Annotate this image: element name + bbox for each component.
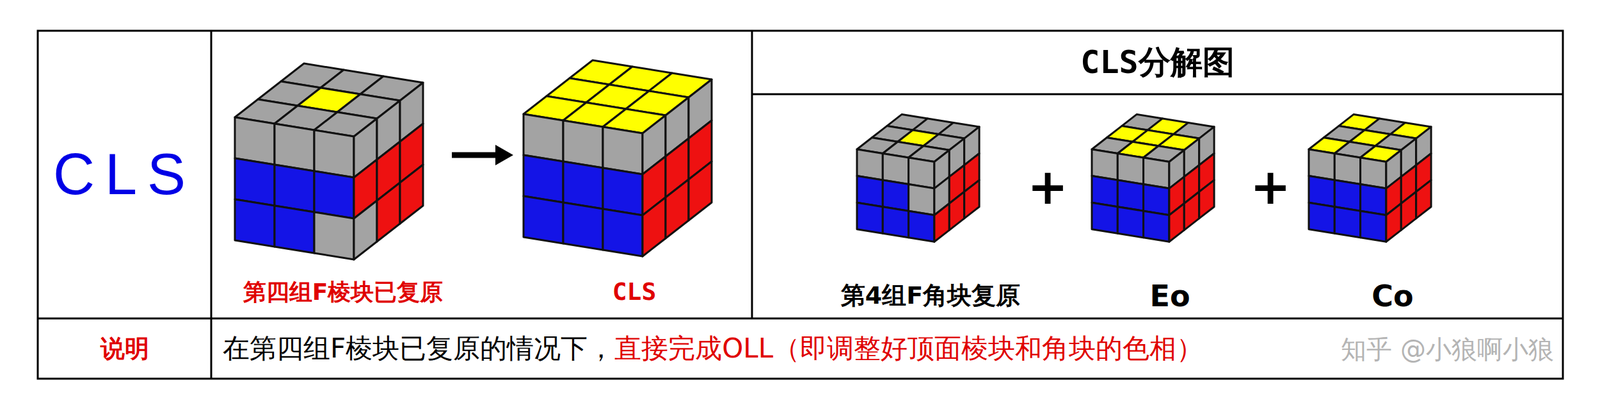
table-grid: [37, 30, 1563, 379]
cube-caption: 第4组F角块复原: [840, 282, 1021, 310]
cube-sticker: [1386, 203, 1401, 242]
cube-illustrations: [234, 60, 1432, 260]
cube-sticker: [908, 157, 935, 189]
note-heading-cell: 说明: [37, 318, 212, 379]
cube-sticker: [1117, 206, 1144, 238]
cube-sticker: [882, 179, 909, 211]
cube-sticker: [688, 161, 712, 221]
table-line: [752, 93, 1563, 96]
cube-sticker: [563, 161, 603, 209]
cube-sticker: [1308, 176, 1335, 207]
cube-sticker: [523, 154, 564, 203]
cube-sticker: [964, 179, 980, 219]
method-name-cell: CLS: [37, 30, 212, 319]
cell-text: CLS: [53, 141, 196, 208]
cube-sticker: [1334, 206, 1360, 238]
cube-sticker: [642, 197, 666, 256]
plus-sign: +: [1027, 160, 1069, 214]
table-line: [210, 30, 213, 379]
cube-sticker: [882, 206, 909, 238]
cube-sticker: [602, 167, 643, 216]
table-border: [37, 30, 1563, 379]
cube-sticker: [1143, 184, 1170, 216]
cube-sticker: [949, 191, 964, 230]
cube-caption: Co: [1371, 279, 1414, 313]
cube-sticker: [1143, 157, 1170, 189]
cube-sticker: [400, 164, 424, 224]
plus-sign: +: [1249, 160, 1291, 214]
cube-sticker: [353, 200, 377, 260]
cube-sticker: [314, 170, 354, 219]
cube-sticker: [1091, 202, 1118, 233]
cube-sticker: [234, 158, 275, 206]
cube-sticker: [1091, 176, 1118, 207]
watermark: 知乎 @小狼啊小狼: [1340, 334, 1554, 363]
cell-text: 说明: [100, 332, 150, 365]
cube-sticker: [1334, 153, 1360, 185]
cube-sticker: [602, 126, 643, 175]
arrow-head: [495, 144, 514, 166]
cube-sticker: [314, 211, 354, 260]
cube-sticker: [1360, 157, 1387, 189]
cube-caption: CLS: [612, 278, 657, 306]
cube-sticker: [1308, 149, 1335, 180]
cube-sticker: [856, 149, 883, 180]
cube-sticker: [1169, 203, 1184, 242]
cube-sticker: [1184, 191, 1199, 230]
cube-sticker: [1416, 179, 1432, 219]
cube-sticker: [274, 123, 315, 171]
cube-sticker: [274, 164, 315, 212]
cube-caption: Eo: [1149, 279, 1190, 313]
cube-sticker: [1334, 179, 1360, 211]
cube-sticker: [1360, 184, 1387, 216]
cube-sticker: [234, 117, 275, 165]
arrow-shaft: [451, 152, 498, 159]
cube-sticker: [665, 179, 689, 239]
cube-sticker: [523, 113, 564, 162]
cube-sticker: [1400, 191, 1416, 230]
cube-sticker: [234, 199, 275, 247]
cube-sticker: [563, 120, 603, 168]
cube-sticker: [1091, 149, 1118, 180]
header-cell: CLS分解图: [752, 30, 1563, 95]
table-line: [37, 317, 1563, 320]
cell-text: 直接完成OLL（即调整好顶面棱块和角块的色相）: [614, 330, 1204, 367]
cube-sticker: [1117, 153, 1144, 185]
cell-text: CLS分解图: [1080, 40, 1234, 84]
cube-sticker: [563, 202, 603, 250]
cube-caption: 第四组F棱块已复原: [243, 279, 444, 305]
transition-arrow: [451, 144, 514, 166]
cube-sticker: [908, 184, 935, 216]
cube-sticker: [908, 210, 935, 242]
cube-sticker: [1199, 179, 1215, 219]
cube-sticker: [1117, 179, 1144, 211]
cube-sticker: [314, 129, 354, 178]
cube-sticker: [856, 202, 883, 233]
cube-sticker: [523, 195, 564, 244]
table-line: [751, 30, 754, 319]
cube-sticker: [1308, 202, 1335, 233]
cube-sticker: [934, 203, 950, 242]
cell-text: 在第四组F棱块已复原的情况下，: [222, 330, 615, 367]
cube-sticker: [1143, 210, 1170, 242]
cube-sticker: [882, 153, 909, 185]
cube-sticker: [856, 176, 883, 207]
cube-sticker: [602, 208, 643, 256]
cube-sticker: [376, 182, 400, 242]
cube-sticker: [274, 205, 315, 253]
cube-sticker: [1360, 210, 1387, 242]
